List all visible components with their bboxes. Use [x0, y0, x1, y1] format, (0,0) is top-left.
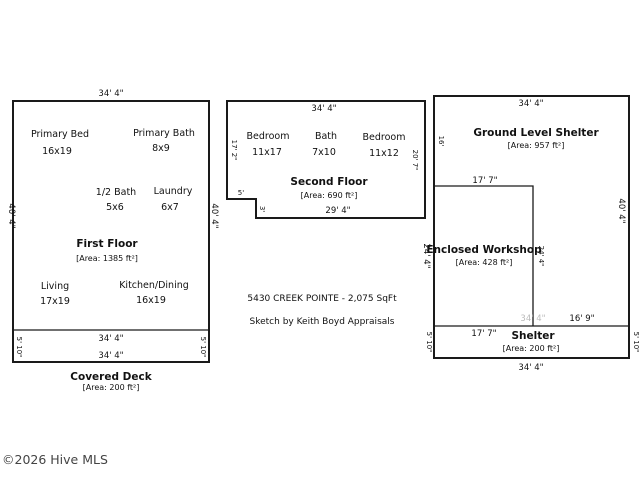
room-name: Bedroom: [363, 132, 406, 143]
workshop-area: [Area: 428 ft²]: [456, 258, 513, 267]
second-floor-notch-width-dim: 5': [238, 189, 244, 197]
second-floor-title: Second Floor: [290, 176, 368, 188]
second-floor-notch-height-dim: 3': [258, 206, 266, 212]
first-floor-top-dim: 34' 4": [98, 89, 123, 99]
second-floor-area: [Area: 690 ft²]: [301, 191, 358, 200]
workshop-top-dim: 17' 7": [472, 176, 497, 186]
ground-shelter-left-dim: 16': [437, 136, 445, 147]
shelter-left-dim: 5' 10": [425, 332, 433, 353]
first-floor-outline: [12, 100, 210, 363]
room-size: 8x9: [152, 143, 170, 154]
workshop-faint-dim: 34' 4": [520, 314, 545, 324]
deck-right-dim: 5' 10": [199, 337, 207, 358]
shelter-inner-right-dim: 16' 9": [569, 314, 594, 324]
room-name: Bath: [315, 131, 337, 142]
workshop-right-dim: 24' 4": [537, 246, 545, 267]
ground-level-outline: [433, 95, 630, 359]
workshop-walls: [434, 185, 534, 326]
workshop-left-dim: 24' 4": [421, 243, 431, 268]
first-floor-right-dim: 40' 4": [209, 203, 219, 228]
first-floor-section: 34' 4" 40' 4" 40' 4" Primary Bed 16x19 P…: [6, 89, 219, 392]
room-size: 5x6: [106, 202, 124, 213]
shelter-title: Shelter: [511, 330, 555, 342]
shelter-inner-left-dim: 17' 7": [471, 329, 496, 339]
deck-bottom-dim: 34' 4": [98, 351, 123, 361]
room-name: 1/2 Bath: [96, 187, 136, 198]
shelter-bottom-dim: 34' 4": [518, 363, 543, 373]
room-name: Primary Bath: [133, 128, 195, 139]
ground-level-section: 34' 4" 16' 40' 4" Ground Level Shelter […: [421, 95, 640, 373]
covered-deck-area: [Area: 200 ft²]: [83, 383, 140, 392]
room-name: Primary Bed: [31, 129, 89, 140]
deck-left-dim: 5' 10": [15, 337, 23, 358]
room-size: 17x19: [40, 296, 70, 307]
ground-shelter-title: Ground Level Shelter: [473, 127, 599, 139]
second-floor-bottom-dim: 29' 4": [325, 206, 350, 216]
shelter-right-dim: 5' 10": [632, 332, 640, 353]
room-name: Living: [41, 281, 69, 292]
room-name: Bedroom: [247, 131, 290, 142]
second-floor-outline: [226, 100, 426, 219]
second-floor-top-dim: 34' 4": [311, 104, 336, 114]
room-name: Kitchen/Dining: [119, 280, 189, 291]
ground-shelter-area: [Area: 957 ft²]: [508, 141, 565, 150]
property-address: 5430 CREEK POINTE - 2,075 SqFt: [247, 294, 397, 304]
shelter-area: [Area: 200 ft²]: [503, 344, 560, 353]
covered-deck-title: Covered Deck: [70, 371, 152, 383]
second-floor-right-dim: 20' 7": [411, 150, 419, 171]
room-size: 6x7: [161, 202, 179, 213]
first-floor-area: [Area: 1385 ft²]: [76, 254, 138, 263]
room-size: 11x17: [252, 147, 282, 158]
room-size: 7x10: [312, 147, 336, 158]
workshop-title: Enclosed Workshop: [426, 244, 542, 256]
room-size: 16x19: [42, 146, 72, 157]
sketch-credit: Sketch by Keith Boyd Appraisals: [250, 317, 395, 327]
property-info: 5430 CREEK POINTE - 2,075 SqFt Sketch by…: [247, 294, 397, 327]
second-floor-left-dim: 17' 2": [230, 140, 238, 161]
ground-shelter-right-dim: 40' 4": [616, 198, 626, 223]
room-size: 16x19: [136, 295, 166, 306]
copyright-watermark: ©2026 Hive MLS: [2, 452, 108, 467]
deck-top-dim: 34' 4": [98, 334, 123, 344]
first-floor-title: First Floor: [76, 238, 138, 250]
room-name: Laundry: [154, 186, 193, 197]
room-size: 11x12: [369, 148, 399, 159]
first-floor-left-dim: 40' 4": [6, 203, 16, 228]
ground-shelter-top-dim: 34' 4": [518, 99, 543, 109]
second-floor-section: 34' 4" 17' 2" 20' 7" Bedroom 11x17 Bath …: [226, 100, 426, 219]
